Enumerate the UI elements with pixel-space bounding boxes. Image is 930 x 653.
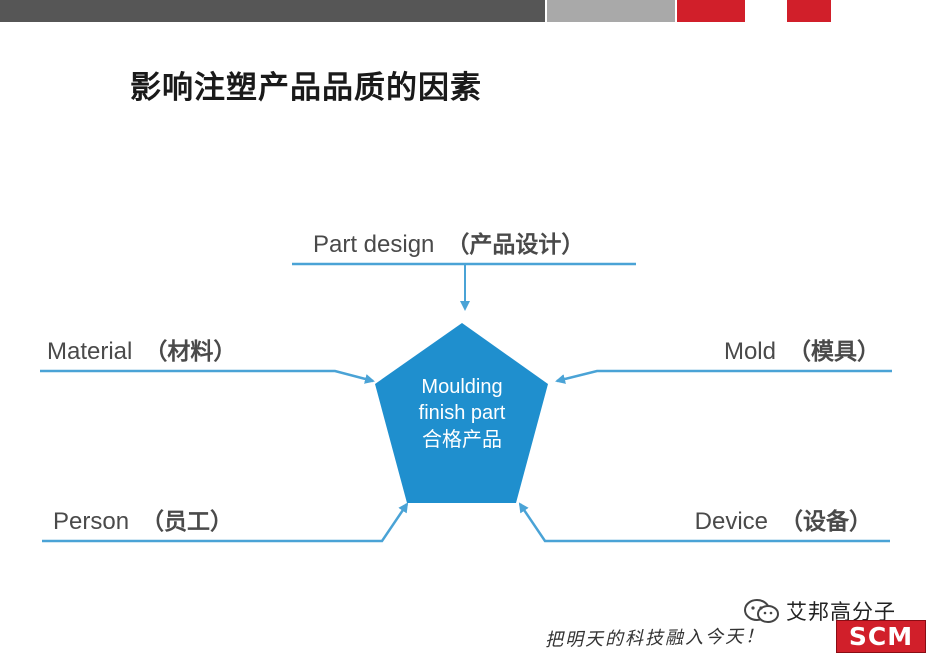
wechat-icon <box>744 599 779 623</box>
scm-logo: SCM <box>836 620 926 653</box>
mold-line <box>555 369 892 384</box>
person-label-zh: （员工） <box>141 509 234 535</box>
person-line <box>42 502 409 543</box>
part-design-label-en: Part design <box>313 231 435 258</box>
top-bar-white <box>745 0 787 22</box>
mold-label-en: Mold <box>723 338 776 365</box>
material-label-en: Material <box>47 338 133 365</box>
part-design-label-zh: （产品设计） <box>446 232 585 258</box>
device-line <box>518 502 890 543</box>
center-pentagon <box>375 323 548 503</box>
mold-label: Mold （模具） <box>724 332 880 366</box>
device-label-en: Device <box>694 508 768 535</box>
center-label-line1: Moulding <box>421 376 503 398</box>
device-label: Device （设备） <box>695 502 872 536</box>
material-label-zh: （材料） <box>144 339 237 365</box>
top-bar-red-right <box>787 0 831 22</box>
person-label: Person （员工） <box>53 502 233 536</box>
person-label-en: Person <box>53 508 130 535</box>
center-label-line2: finish part <box>418 402 506 424</box>
material-label: Material （材料） <box>47 332 236 366</box>
device-label-zh: （设备） <box>780 509 872 535</box>
page-title: 影响注塑产品品质的因素 <box>130 70 482 106</box>
center-label-line3: 合格产品 <box>422 427 502 451</box>
center-label: Moulding finish part 合格产品 <box>386 374 538 452</box>
top-bar-dark <box>0 0 545 22</box>
mold-label-zh: （模具） <box>788 339 880 365</box>
handwritten-slogan: 把明天的科技融入今天！ <box>544 626 766 651</box>
top-bar-red-left <box>677 0 745 22</box>
part-design-label: Part design （产品设计） <box>313 225 584 259</box>
material-line <box>40 369 375 384</box>
top-bar-grey <box>547 0 675 22</box>
